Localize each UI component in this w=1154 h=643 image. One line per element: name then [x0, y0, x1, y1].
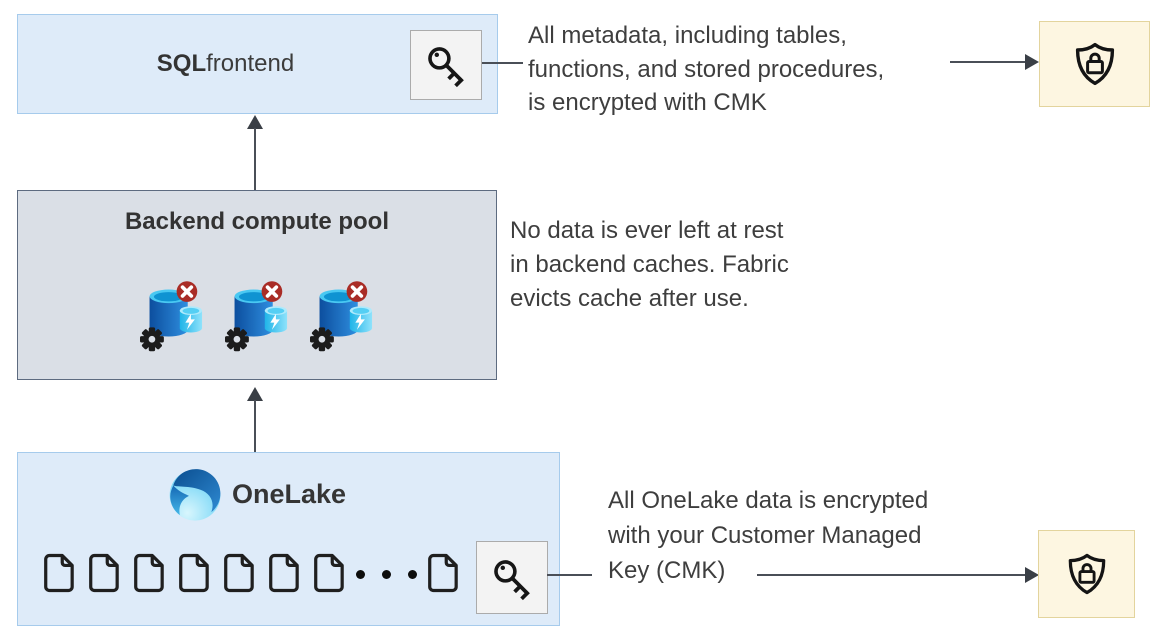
connector-onelake-to-backend [254, 400, 256, 452]
sql-frontend-title: SQL frontend [18, 15, 497, 113]
document-icon [266, 553, 300, 593]
connector-note-to-top-shield [950, 61, 1026, 63]
key-icon [489, 555, 535, 601]
ellipsis-dot [408, 570, 417, 579]
metadata-note-line: is encrypted with CMK [528, 89, 767, 116]
cmk-protection-shield-bottom [1038, 530, 1135, 618]
connector-note-to-bottom-shield [757, 574, 1026, 576]
onelake-box: OneLake [17, 452, 560, 626]
cache-note-line: in backend caches. Fabric [510, 251, 789, 278]
document-icon [221, 553, 255, 593]
cache-note-line: evicts cache after use. [510, 285, 749, 312]
cmk-protection-shield-top [1039, 21, 1150, 107]
shield-lock-icon [1071, 40, 1119, 88]
onelake-note-line: with your Customer Managed [608, 522, 922, 549]
onelake-note: All OneLake data is encrypted with your … [608, 483, 928, 588]
compute-node-cache-evicted-icon [225, 277, 295, 357]
arrowhead-to-backend-pool [247, 387, 263, 401]
onelake-note-line: All OneLake data is encrypted [608, 487, 929, 514]
document-icon [311, 553, 345, 593]
onelake-logo [166, 465, 224, 523]
sql-cmk-key-tile [410, 30, 482, 100]
connector-onelakekey-to-note [547, 574, 592, 576]
document-icon [176, 553, 210, 593]
onelake-cmk-key-tile [476, 541, 548, 614]
sql-label: SQL [156, 50, 207, 77]
onelake-title: OneLake [232, 478, 347, 509]
ellipsis-dot [382, 570, 391, 579]
document-icon [425, 553, 459, 593]
onelake-note-line: Key (CMK) [608, 557, 726, 584]
frontend-label: frontend [206, 50, 295, 77]
connector-backend-to-sql [254, 128, 256, 190]
arrowhead-bottom-shield [1025, 567, 1039, 583]
cache-note-line: No data is ever left at rest [510, 217, 784, 244]
backend-pool-title: Backend compute pool [124, 208, 390, 235]
ellipsis-dot [356, 570, 365, 579]
arrowhead-to-sql-frontend [247, 115, 263, 129]
backend-compute-pool-box: Backend compute pool [17, 190, 497, 380]
compute-node-cache-evicted-icon [140, 277, 210, 357]
key-icon [423, 42, 469, 88]
document-icon [131, 553, 165, 593]
document-icon [86, 553, 120, 593]
sql-frontend-box: SQL frontend [17, 14, 498, 114]
cache-note: No data is ever left at rest in backend … [510, 214, 789, 316]
compute-node-cache-evicted-icon [310, 277, 380, 357]
onelake-header: OneLake [166, 465, 346, 523]
shield-lock-icon [1064, 551, 1110, 597]
document-icon [41, 553, 75, 593]
connector-sqlkey-to-note [482, 62, 523, 64]
metadata-note-line: functions, and stored procedures, [528, 55, 885, 83]
metadata-note: All metadata, including tables, function… [528, 19, 884, 120]
arrowhead-top-shield [1025, 54, 1039, 70]
metadata-note-line: All metadata, including tables, [528, 22, 847, 49]
